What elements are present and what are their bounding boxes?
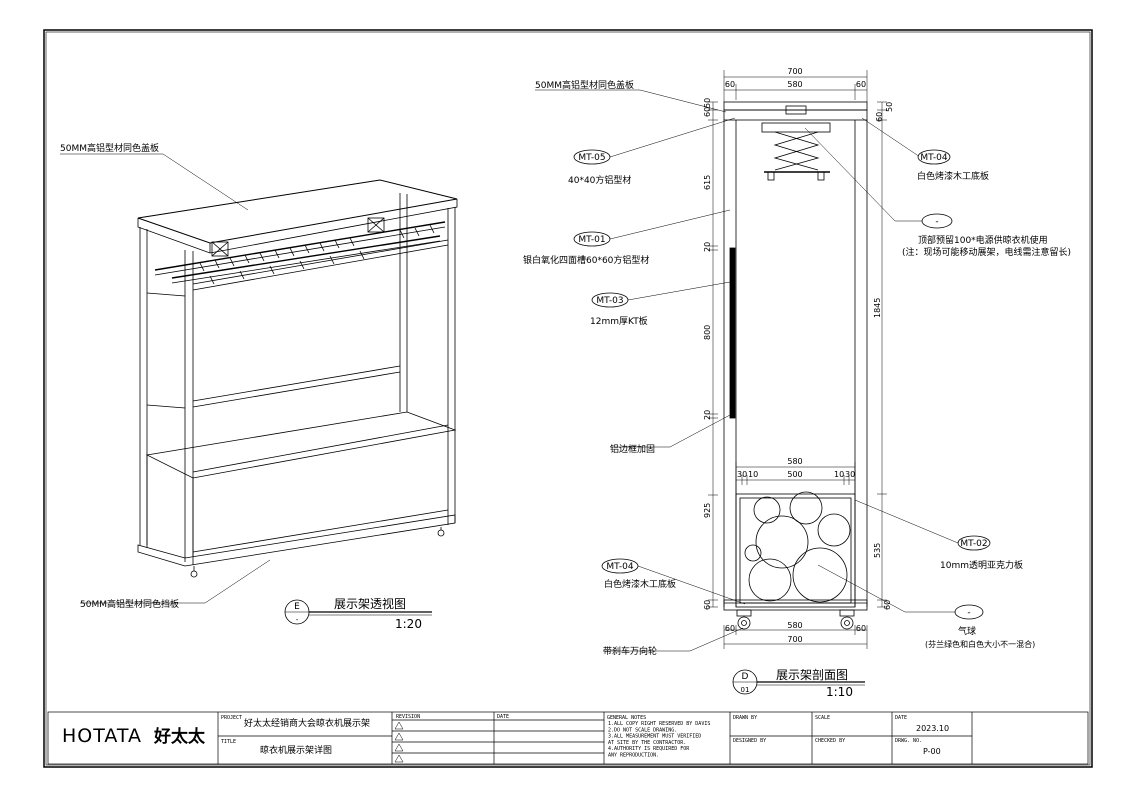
tag-balloon: - xyxy=(967,608,970,618)
dim-left-50: 50 xyxy=(703,98,712,108)
scale-label: SCALE xyxy=(815,715,830,721)
dim-bot-60-right: 60 xyxy=(856,624,866,633)
outer-border xyxy=(43,29,1093,768)
persp-title-marker: E xyxy=(294,602,300,612)
balloon-desc-1: 气球 xyxy=(958,625,976,637)
desc-mt01: 银白氧化四面槽60*60方铝型材 xyxy=(523,254,649,266)
notes-label: GENERAL NOTES xyxy=(607,715,646,721)
dim-top-700: 700 xyxy=(787,67,802,76)
dim-right-535: 535 xyxy=(873,543,882,558)
title-block-frame xyxy=(47,711,1089,765)
dim-top-60-left: 60 xyxy=(725,80,735,89)
inner-border xyxy=(45,31,1091,766)
desc-mt05: 40*40方铝型材 xyxy=(568,174,631,186)
persp-bottom-baffle-label: 50MM高铝型材同色挡板 xyxy=(80,598,179,610)
checked-by-label: CHECKED BY xyxy=(815,738,845,744)
frame-reinforce-label: 铝边框加固 xyxy=(610,443,655,455)
revision-label: REVISION xyxy=(396,714,420,720)
general-note-line: 3.ALL MEASUREMENT MUST VERIFIED xyxy=(608,734,701,740)
section-leaders xyxy=(535,89,959,652)
desc-mt02: 10mm透明亚克力板 xyxy=(940,559,1023,571)
project-name: 好太太经销商大会晾衣机展示架 xyxy=(244,717,370,729)
dim-mid-500: 500 xyxy=(787,470,802,479)
title-name: 晾衣机展示架详图 xyxy=(260,744,332,756)
dim-mid-10-left: 10 xyxy=(748,470,758,479)
persp-title-name: 展示架透视图 xyxy=(334,596,406,611)
tag-power: - xyxy=(935,217,938,227)
tag-mt02: MT-02 xyxy=(960,539,987,549)
designed-by-label: DESIGNED BY xyxy=(733,738,766,744)
dim-bot-700: 700 xyxy=(787,635,802,644)
dim-bot-580: 580 xyxy=(787,621,802,630)
tag-mt03: MT-03 xyxy=(596,296,623,306)
dim-right-60-bot: 60 xyxy=(883,600,892,610)
date-label: DATE xyxy=(895,715,907,721)
general-note-line: 4.AUTHORITY IS REQUIRED FOR xyxy=(608,746,690,752)
dim-left-60: 60 xyxy=(703,107,712,117)
persp-top-cover-label: 50MM高铝型材同色盖板 xyxy=(60,142,159,154)
logo-cn: 好太太 xyxy=(153,726,206,747)
general-note-line: 2.DO NOT SCALE DRAWING. xyxy=(608,727,677,733)
sec-title-sub: 01 xyxy=(741,686,750,694)
drawing-no-value: P-00 xyxy=(923,747,941,756)
persp-title-block xyxy=(284,599,432,625)
section-view xyxy=(723,101,868,630)
dim-right-1845: 1845 xyxy=(873,298,882,318)
tag-mt04-top: MT-04 xyxy=(920,153,947,163)
general-note-line: AT SITE BY THE CONTRACTOR. xyxy=(608,740,686,746)
drawing-no-label: DRWG. NO. xyxy=(895,738,922,744)
dim-mid-30: 30 xyxy=(737,470,747,479)
power-desc-1: 顶部预留100*电源供晾衣机使用 xyxy=(918,234,1048,246)
dim-mid-30-right: 30 xyxy=(845,470,855,479)
sec-top-cover-label: 50MM高铝型材同色盖板 xyxy=(535,79,634,91)
persp-title-sub: - xyxy=(296,616,299,624)
dim-top-580: 580 xyxy=(787,80,802,89)
sec-title-block xyxy=(732,669,865,695)
general-note-line: ANY REPRODUCTION. xyxy=(608,753,659,759)
revision-date-label: DATE xyxy=(497,714,509,720)
sec-title-marker: D xyxy=(742,672,749,682)
tag-mt04-bottom: MT-04 xyxy=(606,562,633,572)
dim-left-20-a: 20 xyxy=(703,242,712,252)
caster-label: 带刹车万向轮 xyxy=(603,645,657,657)
sec-title-name: 展示架剖面图 xyxy=(776,668,848,682)
dim-left-925: 925 xyxy=(703,503,712,518)
drawn-by-label: DRAWN BY xyxy=(733,715,757,721)
desc-mt04-top: 白色烤漆木工底板 xyxy=(917,170,989,182)
dim-mid-10-right: 10 xyxy=(834,470,844,479)
tag-ellipses xyxy=(573,149,991,620)
dim-left-20-b: 20 xyxy=(703,410,712,420)
section-dims xyxy=(708,70,887,649)
dim-right-60: 60 xyxy=(875,112,884,122)
dim-bot-60-left: 60 xyxy=(725,624,735,633)
general-note-line: 1.ALL COPY RIGHT RESERVED BY DAVIS xyxy=(608,721,710,727)
dim-left-60-bot: 60 xyxy=(703,600,712,610)
dim-top-60-right: 60 xyxy=(856,80,866,89)
tag-mt05: MT-05 xyxy=(578,153,605,163)
dim-mid-580: 580 xyxy=(787,457,802,466)
sec-title-scale: 1:10 xyxy=(826,685,853,699)
persp-title-scale: 1:20 xyxy=(395,617,422,631)
desc-mt03: 12mm厚KT板 xyxy=(590,315,648,327)
desc-mt04-bottom: 白色烤漆木工底板 xyxy=(604,578,676,590)
dim-left-800: 800 xyxy=(703,325,712,340)
balloon-desc-2: (芬兰绿色和白色大小不一混合) xyxy=(925,639,1035,649)
project-label: PROJECT xyxy=(221,715,242,721)
power-desc-2: (注：现场可能移动展架，电线需注意留长) xyxy=(902,246,1071,258)
perspective-view xyxy=(137,179,458,578)
tag-mt01: MT-01 xyxy=(578,235,605,245)
perspective-leaders xyxy=(60,153,271,604)
revision-triangles xyxy=(394,721,404,763)
date-value: 2023.10 xyxy=(916,724,949,733)
logo-en: HOTATA xyxy=(62,725,142,747)
dim-right-50: 50 xyxy=(885,102,894,112)
dim-left-615: 615 xyxy=(703,175,712,190)
title-label: TITLE xyxy=(221,739,236,745)
